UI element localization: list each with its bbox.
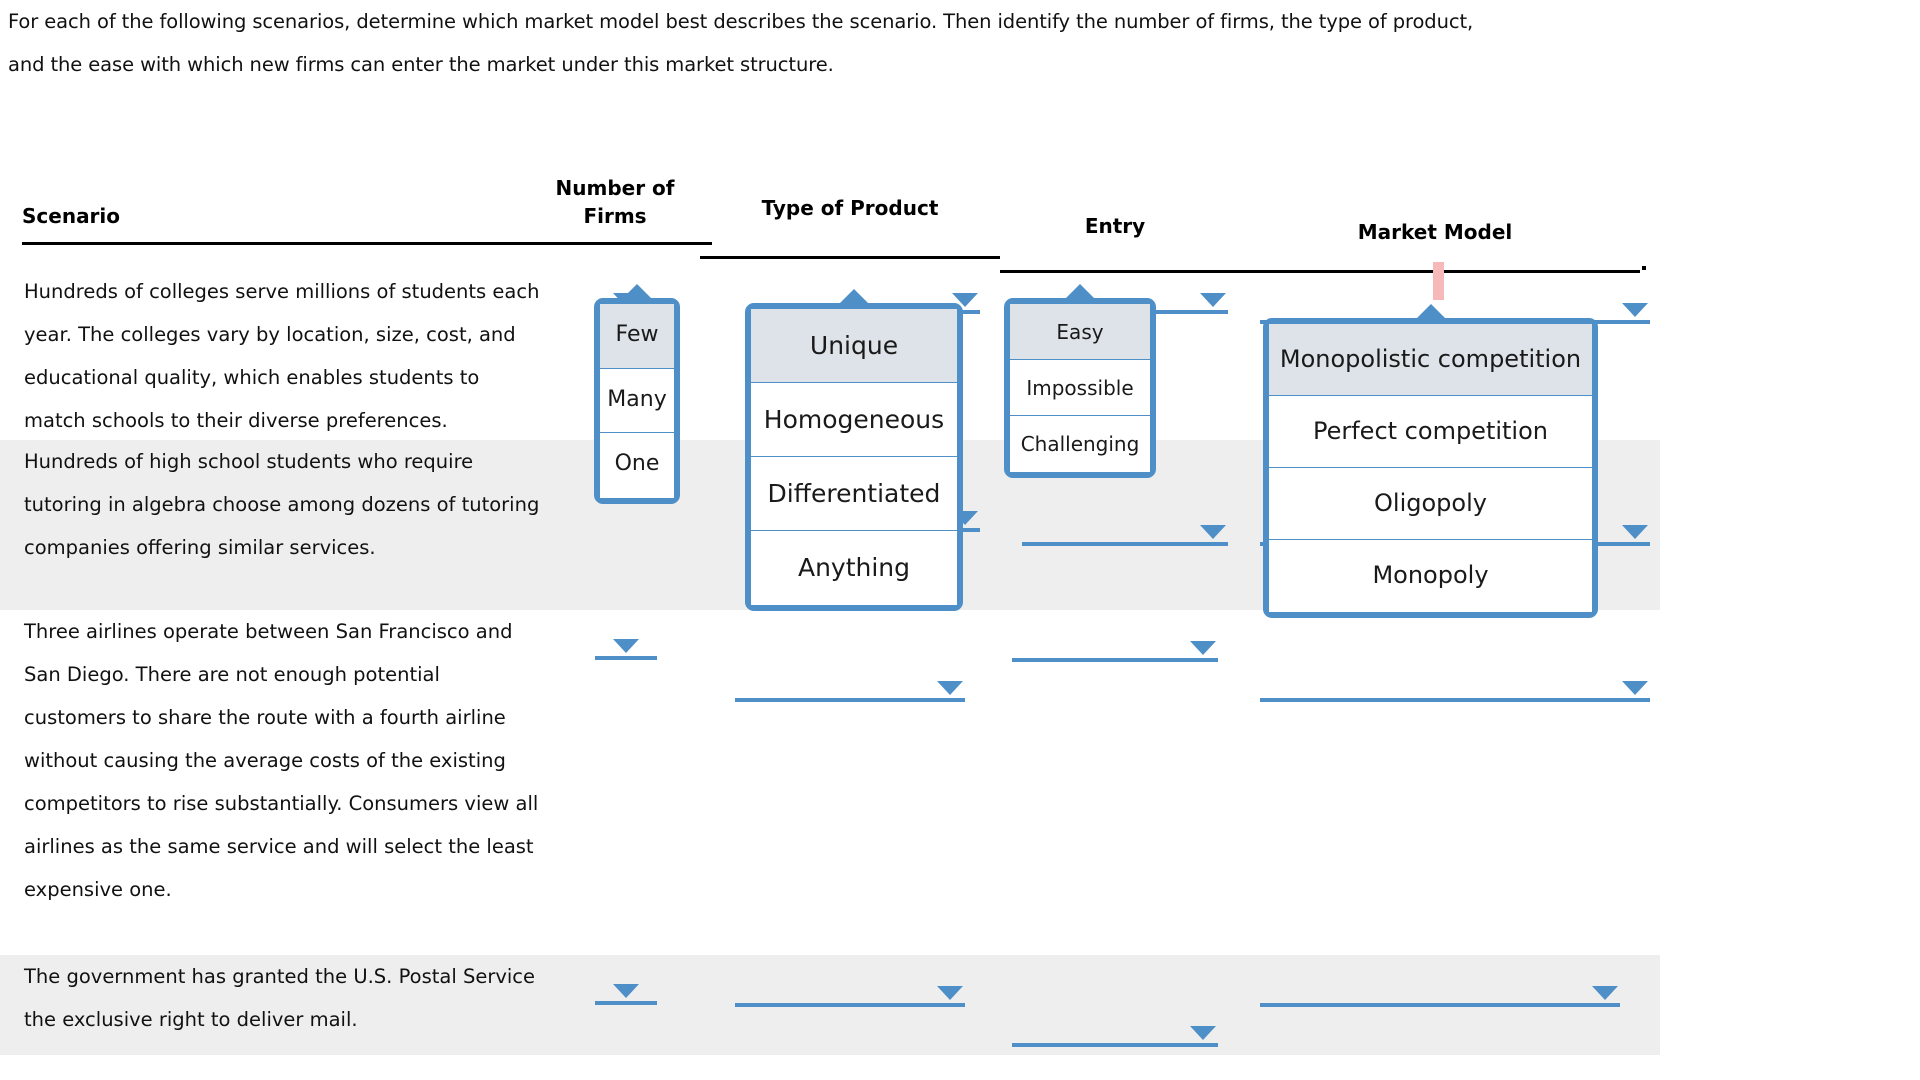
chevron-down-icon	[1190, 1026, 1216, 1040]
instruction-line-2: and the ease with which new firms can en…	[8, 53, 834, 76]
chevron-down-icon	[937, 681, 963, 695]
dropdown-type-of-product-row3[interactable]	[735, 668, 965, 702]
column-header-market-model-label: Market Model	[1357, 220, 1513, 244]
menu-option[interactable]: Homogeneous	[751, 383, 957, 457]
column-header-scenario: Scenario	[22, 202, 712, 245]
menu-pointer-icon	[621, 284, 653, 300]
scenario-cell: Hundreds of high school students who req…	[24, 450, 540, 559]
dropdown-menu-market-model[interactable]: Monopolistic competition Perfect competi…	[1263, 304, 1598, 618]
dropdown-underline	[595, 656, 657, 660]
dropdown-underline	[1012, 658, 1218, 662]
column-header-entry: Entry	[1000, 212, 1230, 273]
header-rule-market-model-dot	[1642, 266, 1646, 270]
menu-option[interactable]: Perfect competition	[1269, 396, 1592, 468]
menu-option[interactable]: Easy	[1010, 304, 1150, 360]
chevron-down-icon	[1622, 681, 1648, 695]
dropdown-underline	[735, 1003, 965, 1007]
column-header-entry-label: Entry	[1084, 214, 1146, 238]
column-header-number-of-firms-line1: Number of	[555, 176, 675, 200]
chevron-down-icon	[613, 639, 639, 653]
chevron-down-icon	[613, 984, 639, 998]
menu-option[interactable]: Few	[600, 304, 674, 369]
menu-option[interactable]: Oligopoly	[1269, 468, 1592, 540]
column-header-number-of-firms-line2: Firms	[583, 204, 647, 228]
dropdown-underline	[1022, 542, 1228, 546]
chevron-down-icon	[1200, 525, 1226, 539]
menu-option[interactable]: Monopoly	[1269, 540, 1592, 612]
menu-option[interactable]: Challenging	[1010, 415, 1150, 472]
dropdown-underline	[1012, 1043, 1218, 1047]
column-header-type-of-product-label: Type of Product	[761, 196, 939, 220]
dropdown-menu-type-of-product[interactable]: Unique Homogeneous Differentiated Anythi…	[745, 289, 963, 611]
scenario-cell: Three airlines operate between San Franc…	[24, 620, 539, 901]
menu-option[interactable]: Many	[600, 368, 674, 434]
dropdown-underline	[595, 1001, 657, 1005]
text-cursor-indicator	[1433, 262, 1444, 300]
table-row: The government has granted the U.S. Post…	[0, 955, 1660, 1055]
menu-option[interactable]: Unique	[751, 309, 957, 383]
chevron-down-icon	[1622, 303, 1648, 317]
dropdown-entry-row3[interactable]	[1012, 628, 1218, 662]
menu-option[interactable]: One	[600, 433, 674, 498]
dropdown-market-model-row4[interactable]	[1260, 973, 1620, 1007]
dropdown-number-of-firms-row3[interactable]	[595, 628, 657, 660]
menu-option[interactable]: Monopolistic competition	[1269, 324, 1592, 396]
dropdown-underline	[735, 698, 965, 702]
header-rule-entry	[1000, 270, 1230, 273]
dropdown-underline	[1260, 1003, 1620, 1007]
table-header: Scenario Number of Firms Type of Product…	[0, 160, 1660, 273]
instruction-text: For each of the following scenarios, det…	[8, 0, 1708, 86]
column-header-number-of-firms: Number of Firms	[545, 174, 685, 245]
header-rule-type-of-product	[700, 256, 1000, 259]
header-rule-scenario	[22, 242, 712, 245]
table-row: Three airlines operate between San Franc…	[0, 610, 1660, 955]
chevron-down-icon	[1200, 293, 1226, 307]
chevron-down-icon	[1622, 525, 1648, 539]
scenario-cell: The government has granted the U.S. Post…	[24, 965, 536, 1031]
instruction-line-1: For each of the following scenarios, det…	[8, 10, 1474, 33]
dropdown-entry-row2[interactable]	[1022, 512, 1228, 546]
column-header-scenario-label: Scenario	[22, 204, 121, 228]
chevron-down-icon	[1592, 986, 1618, 1000]
scenario-cell: Hundreds of colleges serve millions of s…	[24, 280, 540, 432]
column-header-type-of-product: Type of Product	[700, 194, 1000, 259]
chevron-down-icon	[937, 986, 963, 1000]
menu-option[interactable]: Differentiated	[751, 457, 957, 531]
dropdown-underline	[1260, 698, 1650, 702]
header-rule-number-of-firms	[545, 242, 685, 245]
menu-option[interactable]: Impossible	[1010, 359, 1150, 416]
dropdown-number-of-firms-row4[interactable]	[595, 973, 657, 1005]
menu-option[interactable]: Anything	[751, 531, 957, 605]
dropdown-entry-row4[interactable]	[1012, 1013, 1218, 1047]
menu-pointer-icon	[838, 289, 870, 305]
chevron-down-icon	[1190, 641, 1216, 655]
menu-pointer-icon	[1064, 284, 1096, 300]
dropdown-menu-entry[interactable]: Easy Impossible Challenging	[1004, 284, 1156, 478]
dropdown-menu-number-of-firms[interactable]: Few Many One	[594, 284, 680, 504]
menu-pointer-icon	[1414, 304, 1447, 320]
dropdown-type-of-product-row4[interactable]	[735, 973, 965, 1007]
dropdown-market-model-row3[interactable]	[1260, 668, 1650, 702]
